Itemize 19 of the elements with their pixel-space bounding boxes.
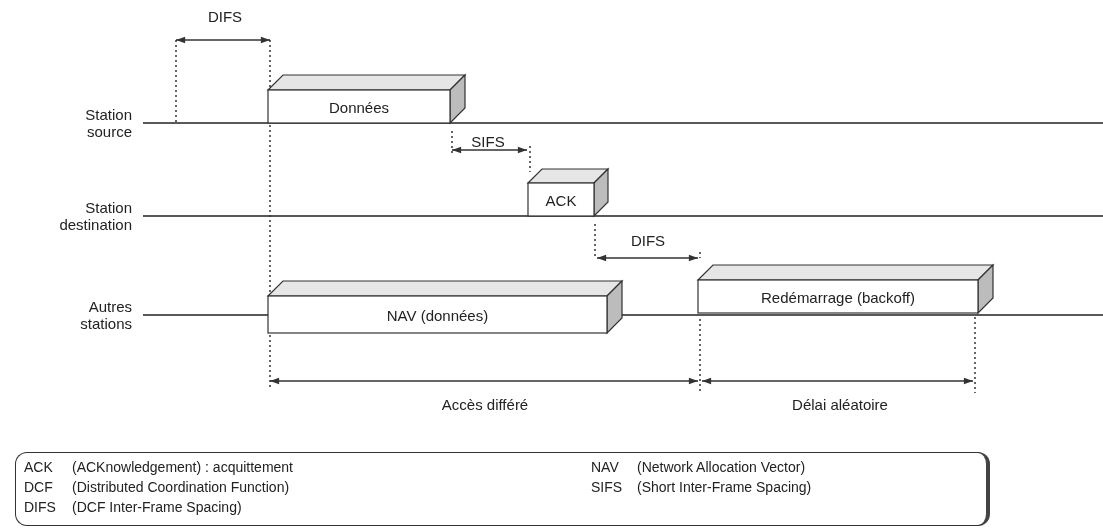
abbreviation-text: NAV xyxy=(591,459,619,475)
definition-text: (Network Allocation Vector) xyxy=(637,459,806,475)
definition-text: (Distributed Coordination Function) xyxy=(72,479,290,495)
definition-text: (DCF Inter-Frame Spacing) xyxy=(72,499,242,515)
definition-text: (Short Inter-Frame Spacing) xyxy=(637,479,812,495)
station-label: Station source xyxy=(84,106,132,140)
abbreviation-text: DIFS xyxy=(24,499,56,515)
interval-label: DIFS xyxy=(206,8,244,25)
abbreviation-text: SIFS xyxy=(591,479,623,495)
legend-box xyxy=(15,452,990,526)
interval-label: Accès différé xyxy=(440,396,530,413)
interval-label: SIFS xyxy=(470,133,506,150)
station-label: Station destination xyxy=(58,199,132,233)
definition-text: (ACKnowledgement) : acquittement xyxy=(72,459,293,475)
abbreviation-text: ACK xyxy=(24,459,53,475)
abbreviation-text: DCF xyxy=(24,479,53,495)
interval-label: Délai aléatoire xyxy=(791,396,889,413)
station-label: Autres stations xyxy=(79,298,132,332)
interval-label: DIFS xyxy=(629,232,667,249)
